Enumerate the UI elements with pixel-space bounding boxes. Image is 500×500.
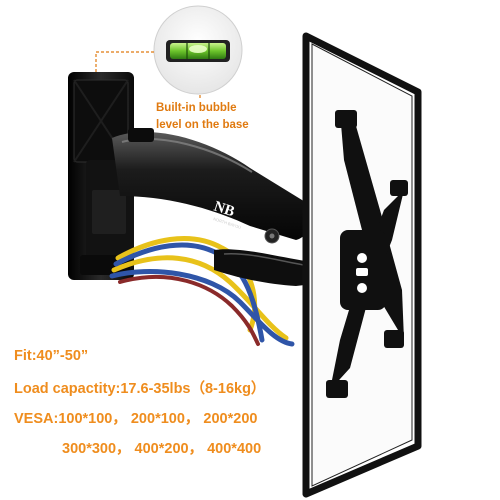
spec-load-capacity: Load capactity:17.6-35lbs（8-16kg） xyxy=(14,381,266,397)
brand-logo: NB xyxy=(212,199,237,221)
callout-leader xyxy=(95,51,201,152)
bubble-level-zoom xyxy=(153,5,243,95)
spec-fit: Fit:40”-50” xyxy=(14,348,89,364)
spec-vesa-line-1: VESA:100*100， 200*100， 200*200 xyxy=(14,411,258,427)
spec-vesa-line-2: 300*300， 400*200， 400*400 xyxy=(62,441,262,457)
gas-spring-arm xyxy=(112,128,311,244)
vesa-holes xyxy=(356,253,368,293)
callout-line-2: level on the base xyxy=(156,119,249,131)
callout-line-1: Built-in bubble xyxy=(156,102,237,114)
bubble-level-caption: Built-in bubble level on the base xyxy=(156,100,296,134)
